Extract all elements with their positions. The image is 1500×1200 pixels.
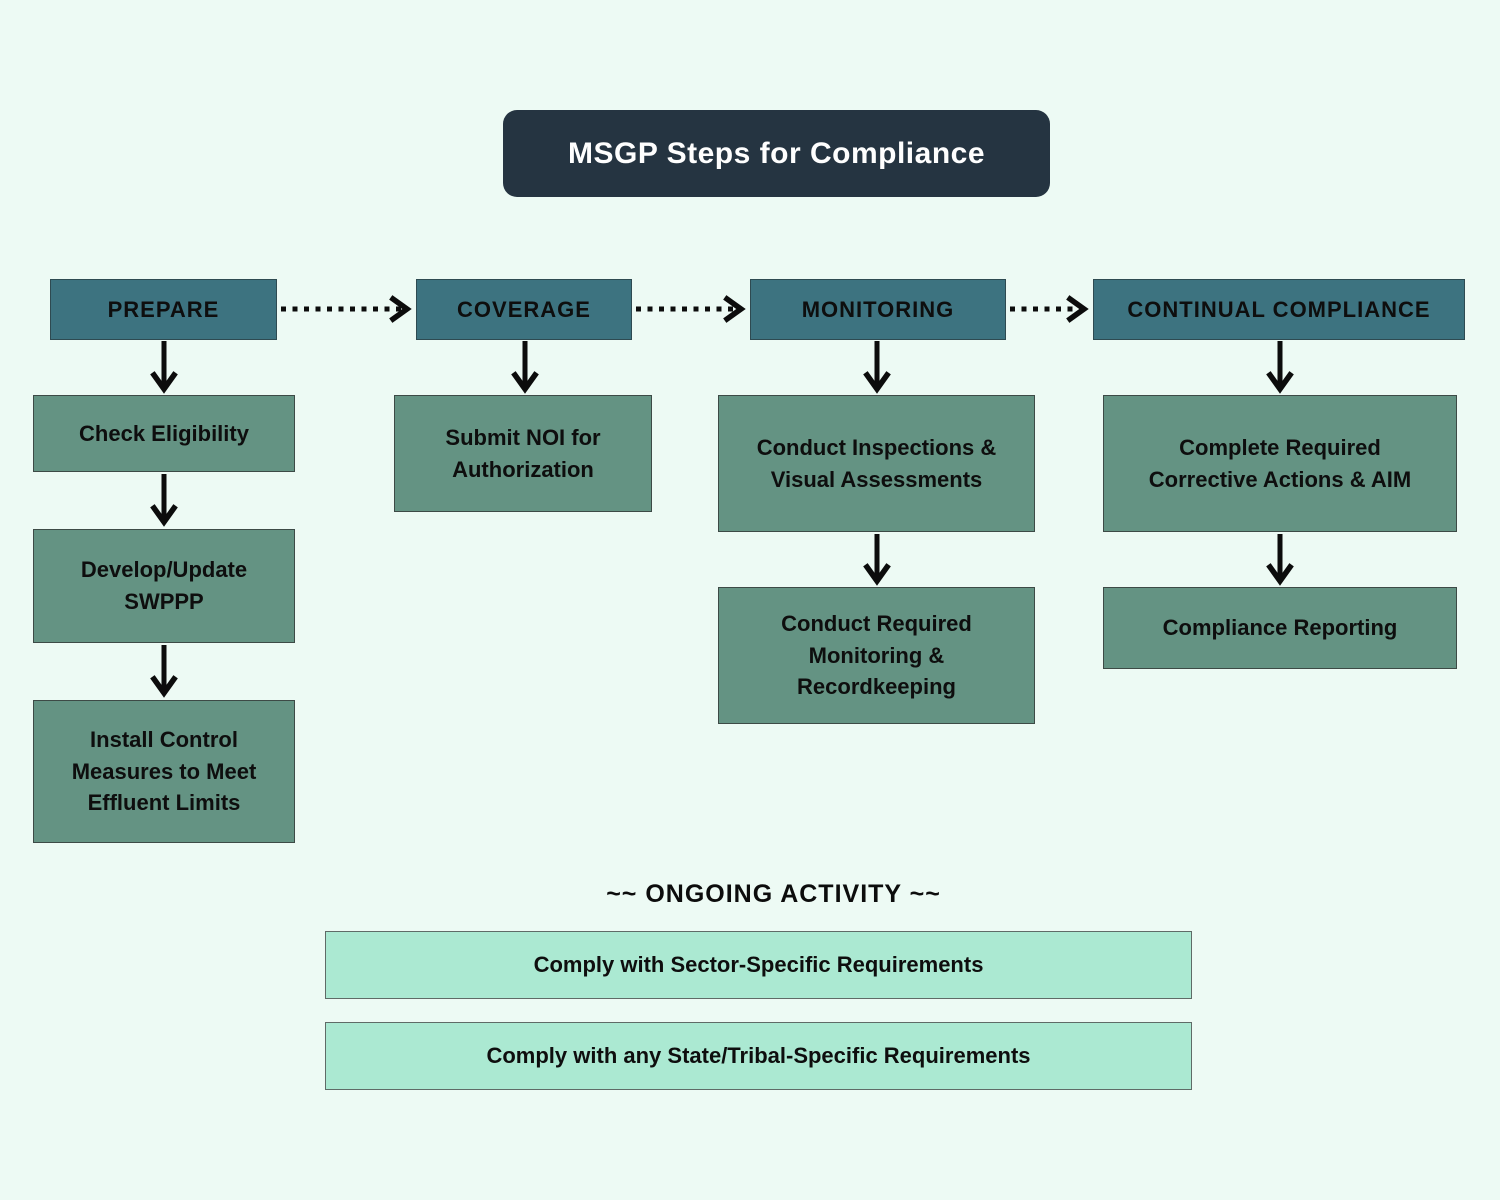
step-conduct-monitoring-recordkeeping: Conduct Required Monitoring & Recordkeep… (718, 587, 1035, 724)
ongoing-activity-heading: ~~ ONGOING ACTIVITY ~~ (606, 879, 941, 908)
stage-header-monitoring: MONITORING (750, 279, 1006, 340)
step-check-eligibility: Check Eligibility (33, 395, 295, 472)
step-install-control-measures: Install Control Measures to Meet Effluen… (33, 700, 295, 843)
step-conduct-inspections: Conduct Inspections & Visual Assessments (718, 395, 1035, 532)
ongoing-sector-specific-requirements: Comply with Sector-Specific Requirements (325, 931, 1192, 999)
stage-header-coverage: COVERAGE (416, 279, 632, 340)
page-title: MSGP Steps for Compliance (503, 110, 1050, 197)
stage-header-prepare: PREPARE (50, 279, 277, 340)
step-corrective-actions-aim: Complete Required Corrective Actions & A… (1103, 395, 1457, 532)
stage-header-continual-compliance: CONTINUAL COMPLIANCE (1093, 279, 1465, 340)
step-submit-noi: Submit NOI for Authorization (394, 395, 652, 512)
ongoing-state-tribal-requirements: Comply with any State/Tribal-Specific Re… (325, 1022, 1192, 1090)
step-compliance-reporting: Compliance Reporting (1103, 587, 1457, 669)
step-develop-update-swppp: Develop/Update SWPPP (33, 529, 295, 643)
